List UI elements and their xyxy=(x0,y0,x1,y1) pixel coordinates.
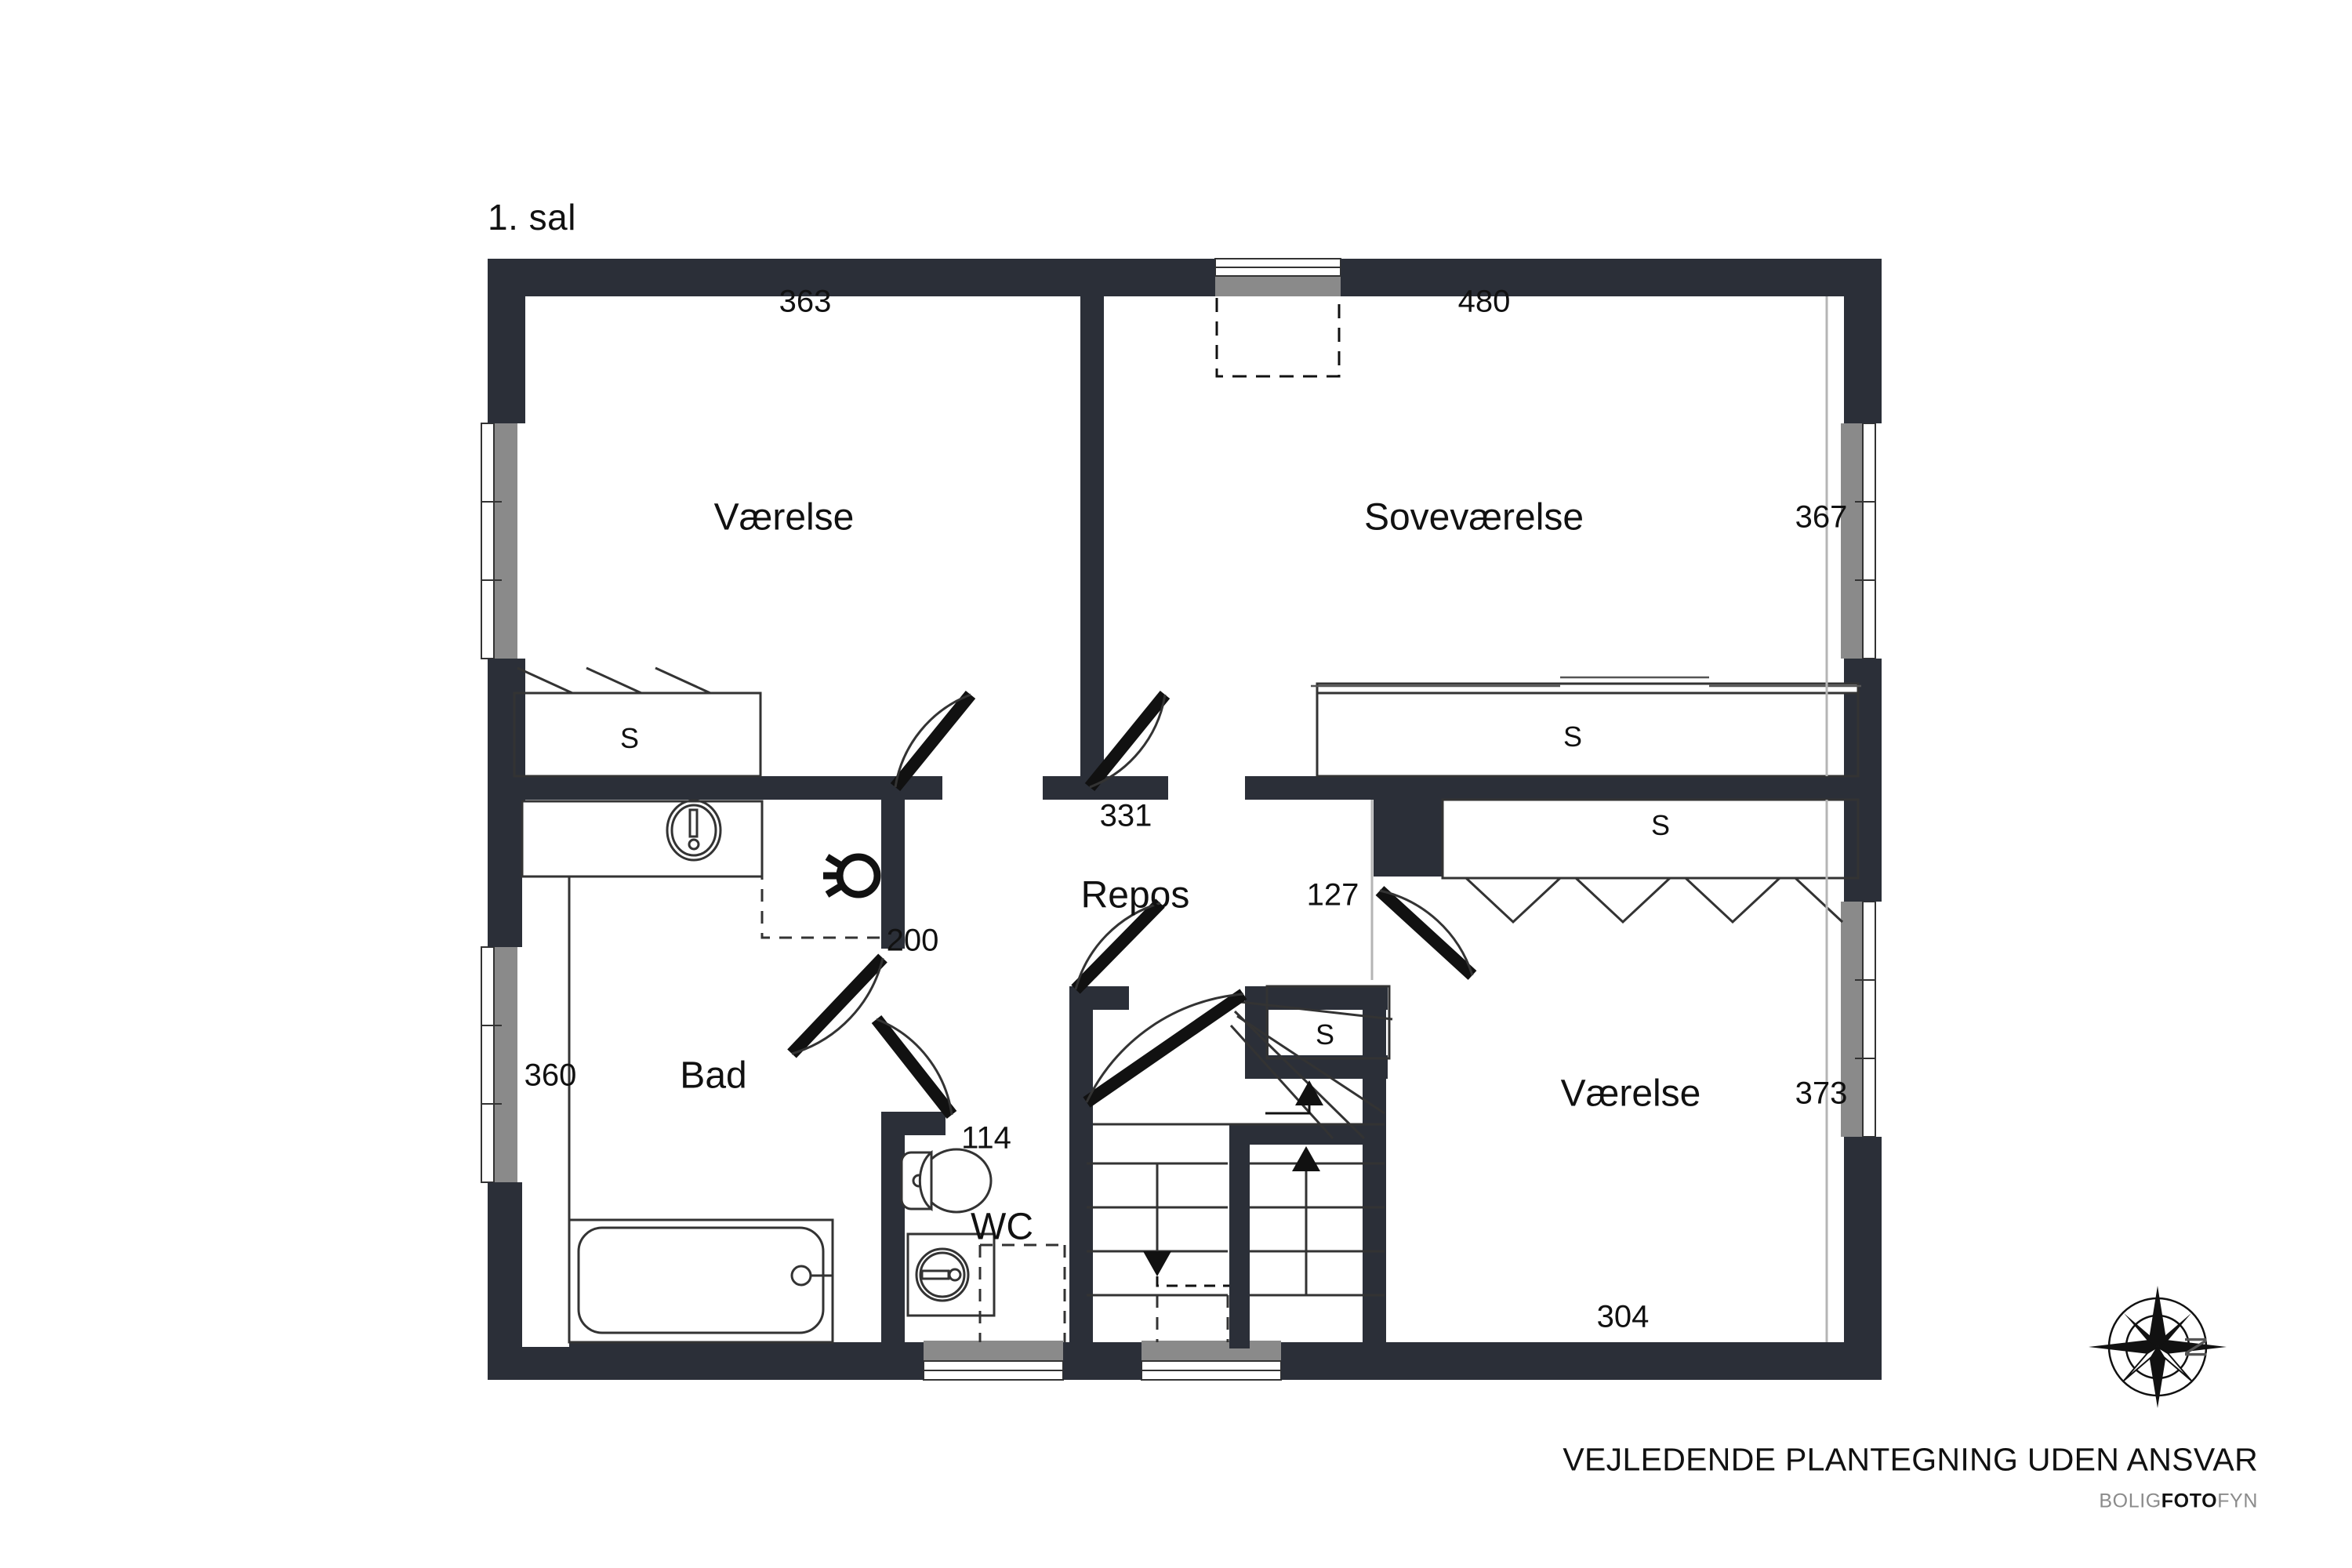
stairs-up-arrow xyxy=(1292,1146,1320,1171)
wall-lamp-icon xyxy=(823,853,881,898)
logo-part-mid: FOTO xyxy=(2161,1490,2218,1512)
window-left-lower xyxy=(481,946,517,1183)
stairs-down-dashed xyxy=(1156,1295,1229,1342)
interior-walls xyxy=(488,259,1882,1348)
compass-north-label: N xyxy=(2179,1335,2214,1359)
dimension-360: 360 xyxy=(524,1058,577,1093)
room-label-vaerelse-1: Værelse xyxy=(713,496,855,539)
stairs-down-arrow xyxy=(1143,1251,1229,1287)
dimension-200: 200 xyxy=(886,923,939,958)
dimension-363: 363 xyxy=(779,284,832,319)
dimension-373: 373 xyxy=(1795,1076,1848,1111)
door-vaerelse-right xyxy=(1375,886,1477,980)
window-right-upper xyxy=(1841,423,1876,659)
dimension-331: 331 xyxy=(1099,798,1152,833)
bad-vanity xyxy=(521,800,764,1347)
logo-part-pre: BOLIG xyxy=(2099,1490,2161,1512)
bathtub-icon xyxy=(568,1218,834,1344)
room-label-bad: Bad xyxy=(680,1054,747,1097)
disclaimer-text: VEJLEDENDE PLANTEGNING UDEN ANSVAR xyxy=(1563,1441,2258,1478)
door-vaerelse-left xyxy=(890,690,976,792)
stairs-up xyxy=(1250,1162,1385,1297)
door-stairhall xyxy=(1071,898,1165,994)
bolig-foto-fyn-logo: BOLIGFOTOFYN xyxy=(2099,1490,2258,1513)
room-label-wc: WC xyxy=(971,1206,1033,1248)
door-bad xyxy=(787,953,887,1058)
toilet-icon xyxy=(900,1148,993,1214)
dimension-480: 480 xyxy=(1457,284,1511,319)
stairs-winder xyxy=(1093,1000,1393,1140)
closet-label-1: S xyxy=(619,722,640,754)
sink-bad-icon xyxy=(666,799,722,862)
roof-slope-lines xyxy=(1370,296,1828,1342)
dimension-304: 304 xyxy=(1596,1299,1650,1334)
window-right-lower xyxy=(1841,901,1876,1138)
window-top xyxy=(1214,258,1341,296)
logo-part-post: FYN xyxy=(2217,1490,2258,1512)
closet-label-4: S xyxy=(1315,1018,1335,1051)
room-label-vaerelse-2: Værelse xyxy=(1560,1073,1701,1115)
dormer-dashed-top xyxy=(1215,298,1341,378)
dimension-114: 114 xyxy=(961,1120,1011,1156)
room-label-sovevaerelse: Soveværelse xyxy=(1363,496,1584,539)
door-repos-stairs xyxy=(1083,989,1247,1108)
window-left-upper xyxy=(481,423,517,659)
shower-dashed xyxy=(760,801,880,939)
compass-rose-icon xyxy=(2089,1286,2227,1408)
closet-hangers-right xyxy=(1465,877,1844,924)
dimension-367: 367 xyxy=(1795,499,1848,535)
dimension-127: 127 xyxy=(1306,877,1359,913)
door-sovevaerelse xyxy=(1084,690,1171,792)
stairs-winder-arrow xyxy=(1265,1080,1323,1115)
room-label-repos: Repos xyxy=(1080,874,1190,916)
window-bottom-b xyxy=(1141,1341,1282,1381)
exterior-walls xyxy=(488,259,1882,1380)
door-wc xyxy=(871,1015,957,1119)
window-bottom-a xyxy=(923,1341,1064,1381)
page-title: 1. sal xyxy=(488,197,576,238)
closet-top-lines xyxy=(1311,676,1861,688)
closet-label-2: S xyxy=(1563,720,1583,753)
closet-label-3: S xyxy=(1650,809,1671,841)
wc-dashed xyxy=(978,1243,1066,1342)
closet-hangers-left xyxy=(517,666,711,695)
